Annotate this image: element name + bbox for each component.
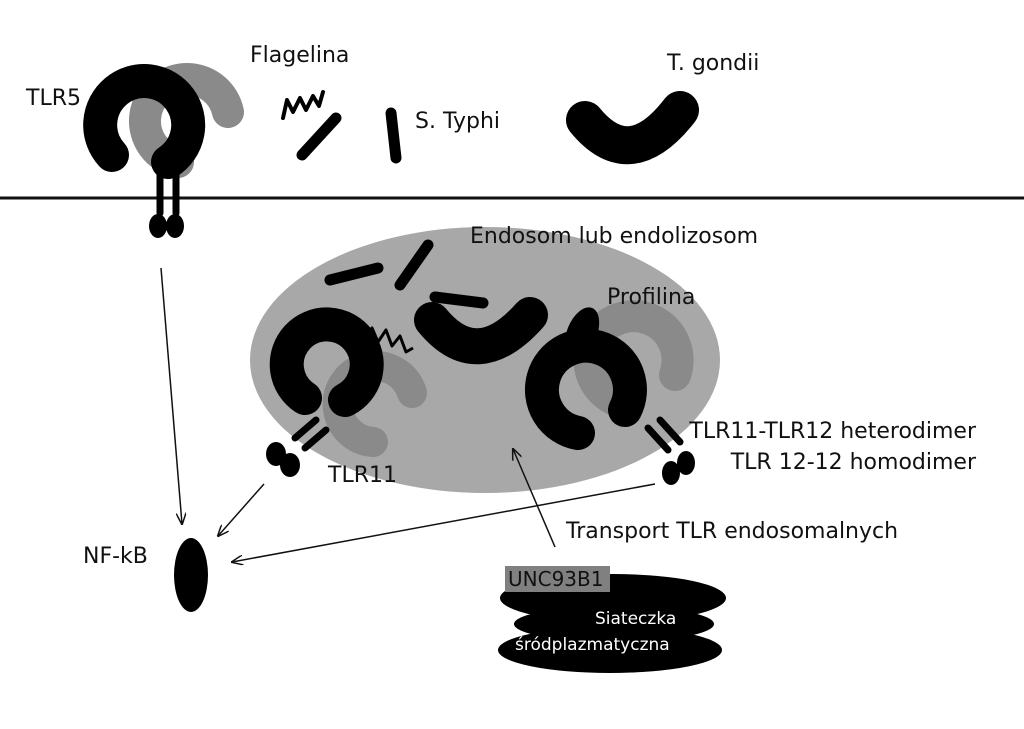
arrow-tlr11-to-nfkb: [218, 483, 265, 536]
label-er-line1: Siateczka: [595, 609, 676, 629]
tlr5-receptor: [83, 62, 244, 238]
label-profilin: Profilina: [607, 285, 695, 310]
arrow-tlr5-to-nfkb: [160, 267, 182, 524]
endosome-rod: [429, 291, 489, 309]
label-transport: Transport TLR endosomalnych: [565, 519, 898, 544]
label-er-line2: śródplazmatyczna: [515, 635, 670, 655]
endosome-crescent: [414, 297, 548, 365]
profilin-squiggle: [363, 326, 414, 354]
label-tlr5: TLR5: [25, 86, 81, 111]
label-s-typhi: S. Typhi: [415, 109, 500, 134]
t-gondii-crescent: [566, 91, 699, 164]
endosome-rod: [394, 239, 434, 291]
nfkb-oval: [174, 538, 208, 612]
tlr5-black-subunit: [83, 64, 206, 179]
label-nfkb: NF-kB: [83, 544, 148, 569]
label-endosome: Endosom lub endolizosom: [470, 224, 758, 249]
label-tlr11: TLR11: [327, 463, 397, 488]
tlr11-tlr12-heterodimer: [524, 300, 695, 485]
heterodimer-gray-subunit: [573, 300, 694, 418]
flagellin-squiggle: [281, 90, 325, 120]
unc93b1-box: [505, 566, 610, 592]
label-flagellin: Flagelina: [250, 43, 349, 68]
tlr11-black-subunit: [269, 307, 384, 417]
profilin-blob: [564, 307, 600, 359]
arrow-heterodimer-to-nfkb: [232, 483, 656, 562]
arrow-transport: [513, 449, 556, 548]
s-typhi-rod: [296, 112, 342, 161]
label-heterodimer: TLR11-TLR12 heterodimer: [688, 419, 977, 444]
label-homodimer: TLR 12-12 homodimer: [730, 450, 977, 475]
label-unc93b1: UNC93B1: [508, 567, 603, 591]
endosome-rod: [324, 262, 384, 286]
label-t-gondii: T. gondii: [666, 51, 759, 76]
tlr11-receptor: [266, 307, 427, 477]
s-typhi-rod: [385, 107, 402, 164]
